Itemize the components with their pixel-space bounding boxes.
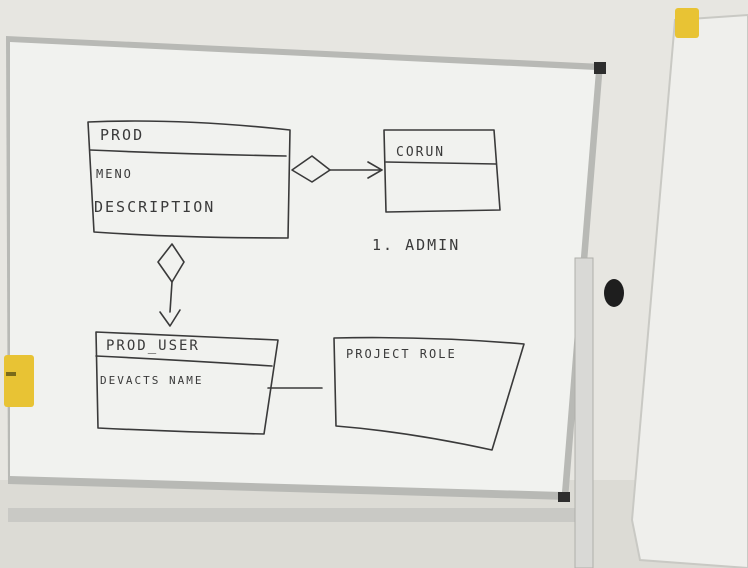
prod-box (87, 120, 291, 239)
corun-box (383, 129, 501, 213)
magnet-left (4, 355, 34, 407)
frame-corner-top-right (594, 62, 606, 74)
stand-pole (574, 257, 594, 568)
admin-note: 1. ADMIN (372, 236, 460, 254)
prod-box-divider (89, 149, 287, 157)
prod-field-2: DESCRIPTION (94, 198, 215, 216)
corun-box-divider (385, 161, 497, 165)
magnet-top-right (675, 8, 699, 38)
prod-title: PROD (100, 126, 144, 144)
prod-user-title: PROD_USER (106, 338, 200, 354)
relation-line-down (159, 281, 181, 327)
corun-title: CORUN (396, 145, 445, 160)
stand-bar (8, 508, 580, 522)
whiteboard (10, 42, 596, 492)
frame-corner-bottom-right (558, 492, 570, 502)
relation-arrow (329, 161, 383, 179)
second-board (630, 13, 748, 568)
prod-user-field-1: DEVACTS NAME (100, 374, 203, 387)
magnet-label (6, 372, 16, 376)
project-role-box (333, 336, 525, 451)
stand-knob (604, 279, 624, 307)
prod-field-1: MENO (96, 167, 133, 181)
prod-user-divider (95, 355, 273, 367)
project-role-title: PROJECT ROLE (346, 347, 457, 361)
floor-shadow (0, 480, 748, 568)
prod-user-box (95, 331, 279, 435)
